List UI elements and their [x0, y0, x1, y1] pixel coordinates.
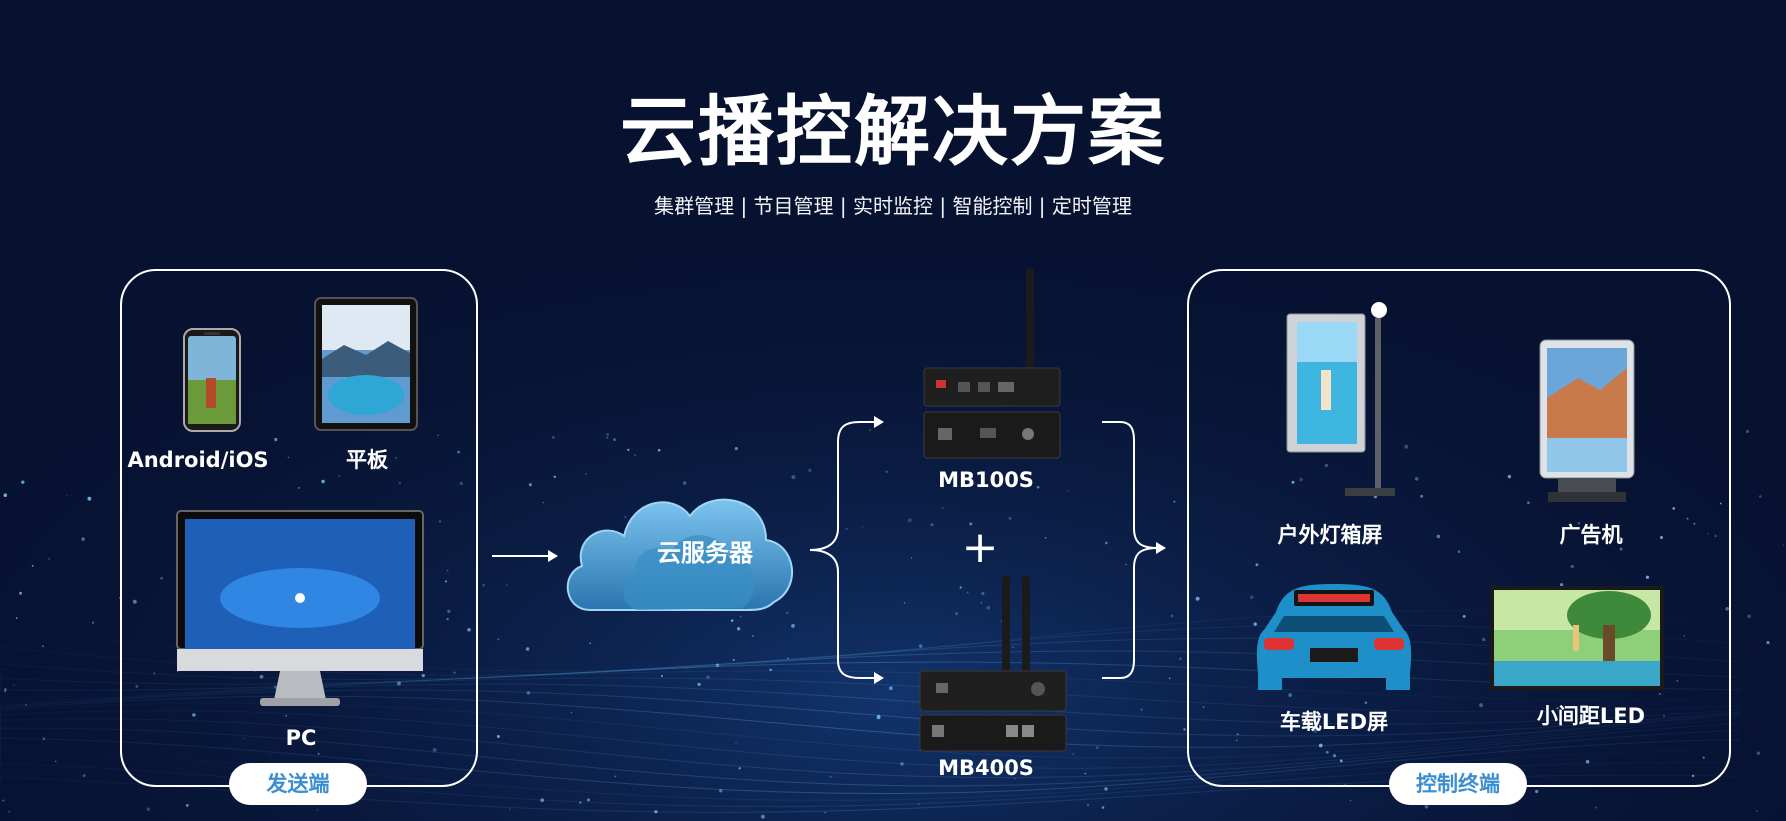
outdoor-lightbox-icon	[1286, 302, 1395, 496]
controller-label-mb400s: MB400S	[938, 756, 1034, 780]
page-title: 云播控解决方案	[620, 87, 1166, 176]
split-bracket-arrows	[809, 416, 884, 684]
fine-pitch-led-icon	[1490, 586, 1664, 690]
controller-box-antenna-icon	[919, 575, 1067, 752]
smartphone-icon	[183, 328, 241, 432]
desktop-monitor-icon	[176, 510, 424, 706]
terminal-label-lightbox: 户外灯箱屏	[1277, 523, 1383, 547]
sender-badge: 发送端	[229, 763, 367, 805]
tablet-icon	[314, 297, 418, 431]
device-label-mobile: Android/iOS	[127, 448, 269, 472]
join-bracket-arrow	[1102, 421, 1166, 679]
cloud-icon	[566, 498, 794, 611]
device-label-pc: PC	[285, 726, 317, 750]
arrow-to-cloud-icon	[492, 550, 558, 562]
cloud-server-label: 云服务器	[657, 539, 753, 567]
terminal-label-car-led: 车载LED屏	[1279, 710, 1389, 734]
plus-sign: +	[961, 522, 999, 573]
terminal-label-fine-pitch: 小间距LED	[1536, 704, 1646, 728]
device-label-tablet: 平板	[346, 448, 388, 472]
controller-box-icon	[923, 268, 1061, 459]
ad-kiosk-icon	[1539, 339, 1635, 502]
page-subtitle: 集群管理 | 节目管理 | 实时监控 | 智能控制 | 定时管理	[654, 194, 1132, 218]
terminal-badge: 控制终端	[1389, 763, 1527, 805]
terminal-label-kiosk: 广告机	[1559, 523, 1623, 547]
controller-label-mb100s: MB100S	[938, 468, 1034, 492]
car-led-icon	[1256, 584, 1412, 690]
